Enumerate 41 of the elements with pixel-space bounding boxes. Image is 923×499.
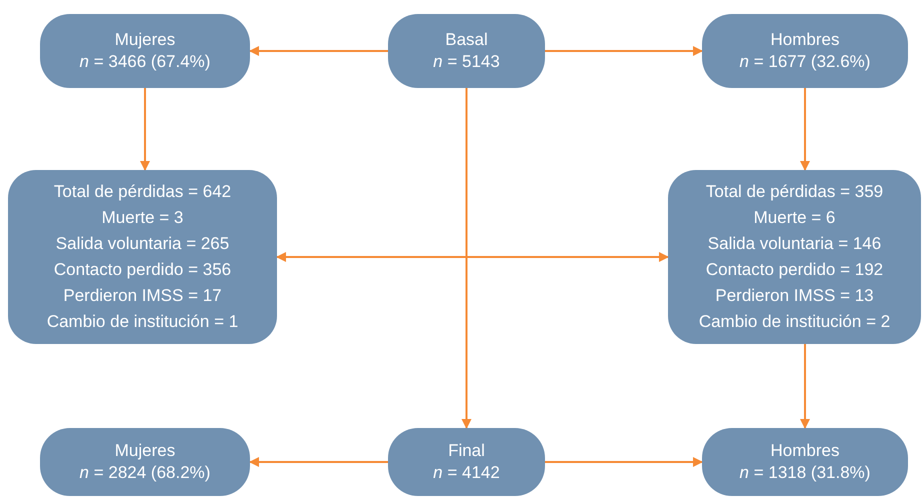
box-text: Cambio de institución = 1: [46, 311, 238, 333]
rounded-box: [388, 14, 545, 88]
box-text: n = 3466 (67.4%): [80, 51, 210, 73]
box-text: Contacto perdido = 356: [54, 259, 232, 281]
rounded-box: [40, 14, 250, 88]
box-text: Total de pérdidas = 642: [54, 181, 232, 203]
box-text: Salida voluntaria = 146: [708, 233, 882, 255]
box-text: Muerte = 3: [102, 207, 184, 229]
box-text: Muerte = 6: [754, 207, 836, 229]
box-text: n = 4142: [433, 462, 500, 484]
arrow: [800, 88, 810, 171]
arrow: [249, 457, 388, 467]
box-text: Final: [448, 440, 485, 462]
rounded-box: [702, 14, 908, 88]
rounded-box: [702, 428, 908, 496]
box-text: Perdieron IMSS = 13: [715, 285, 874, 307]
rounded-box: [8, 170, 277, 344]
box-text: Hombres: [770, 440, 840, 462]
box-text: Salida voluntaria = 265: [56, 233, 230, 255]
box-text: Contacto perdido = 192: [706, 259, 884, 281]
box-text: Basal: [445, 29, 488, 51]
box-text: Hombres: [770, 29, 840, 51]
rounded-box: [40, 428, 250, 496]
arrow: [140, 88, 150, 171]
box-text: n = 5143: [433, 51, 500, 73]
box-text: Perdieron IMSS = 17: [63, 285, 222, 307]
arrow: [276, 252, 669, 262]
rounded-box: [668, 170, 921, 344]
box-text: Mujeres: [114, 440, 176, 462]
box-text: n = 1677 (32.6%): [740, 51, 870, 73]
arrow: [545, 457, 703, 467]
arrow: [800, 344, 810, 429]
box-text: Mujeres: [114, 29, 176, 51]
box-text: n = 2824 (68.2%): [80, 462, 210, 484]
box-text: Total de pérdidas = 359: [706, 181, 884, 203]
arrow: [462, 88, 472, 429]
rounded-box: [388, 428, 545, 496]
arrow: [249, 46, 388, 56]
box-text: n = 1318 (31.8%): [740, 462, 870, 484]
box-text: Cambio de institución = 2: [698, 311, 890, 333]
arrow: [545, 46, 703, 56]
